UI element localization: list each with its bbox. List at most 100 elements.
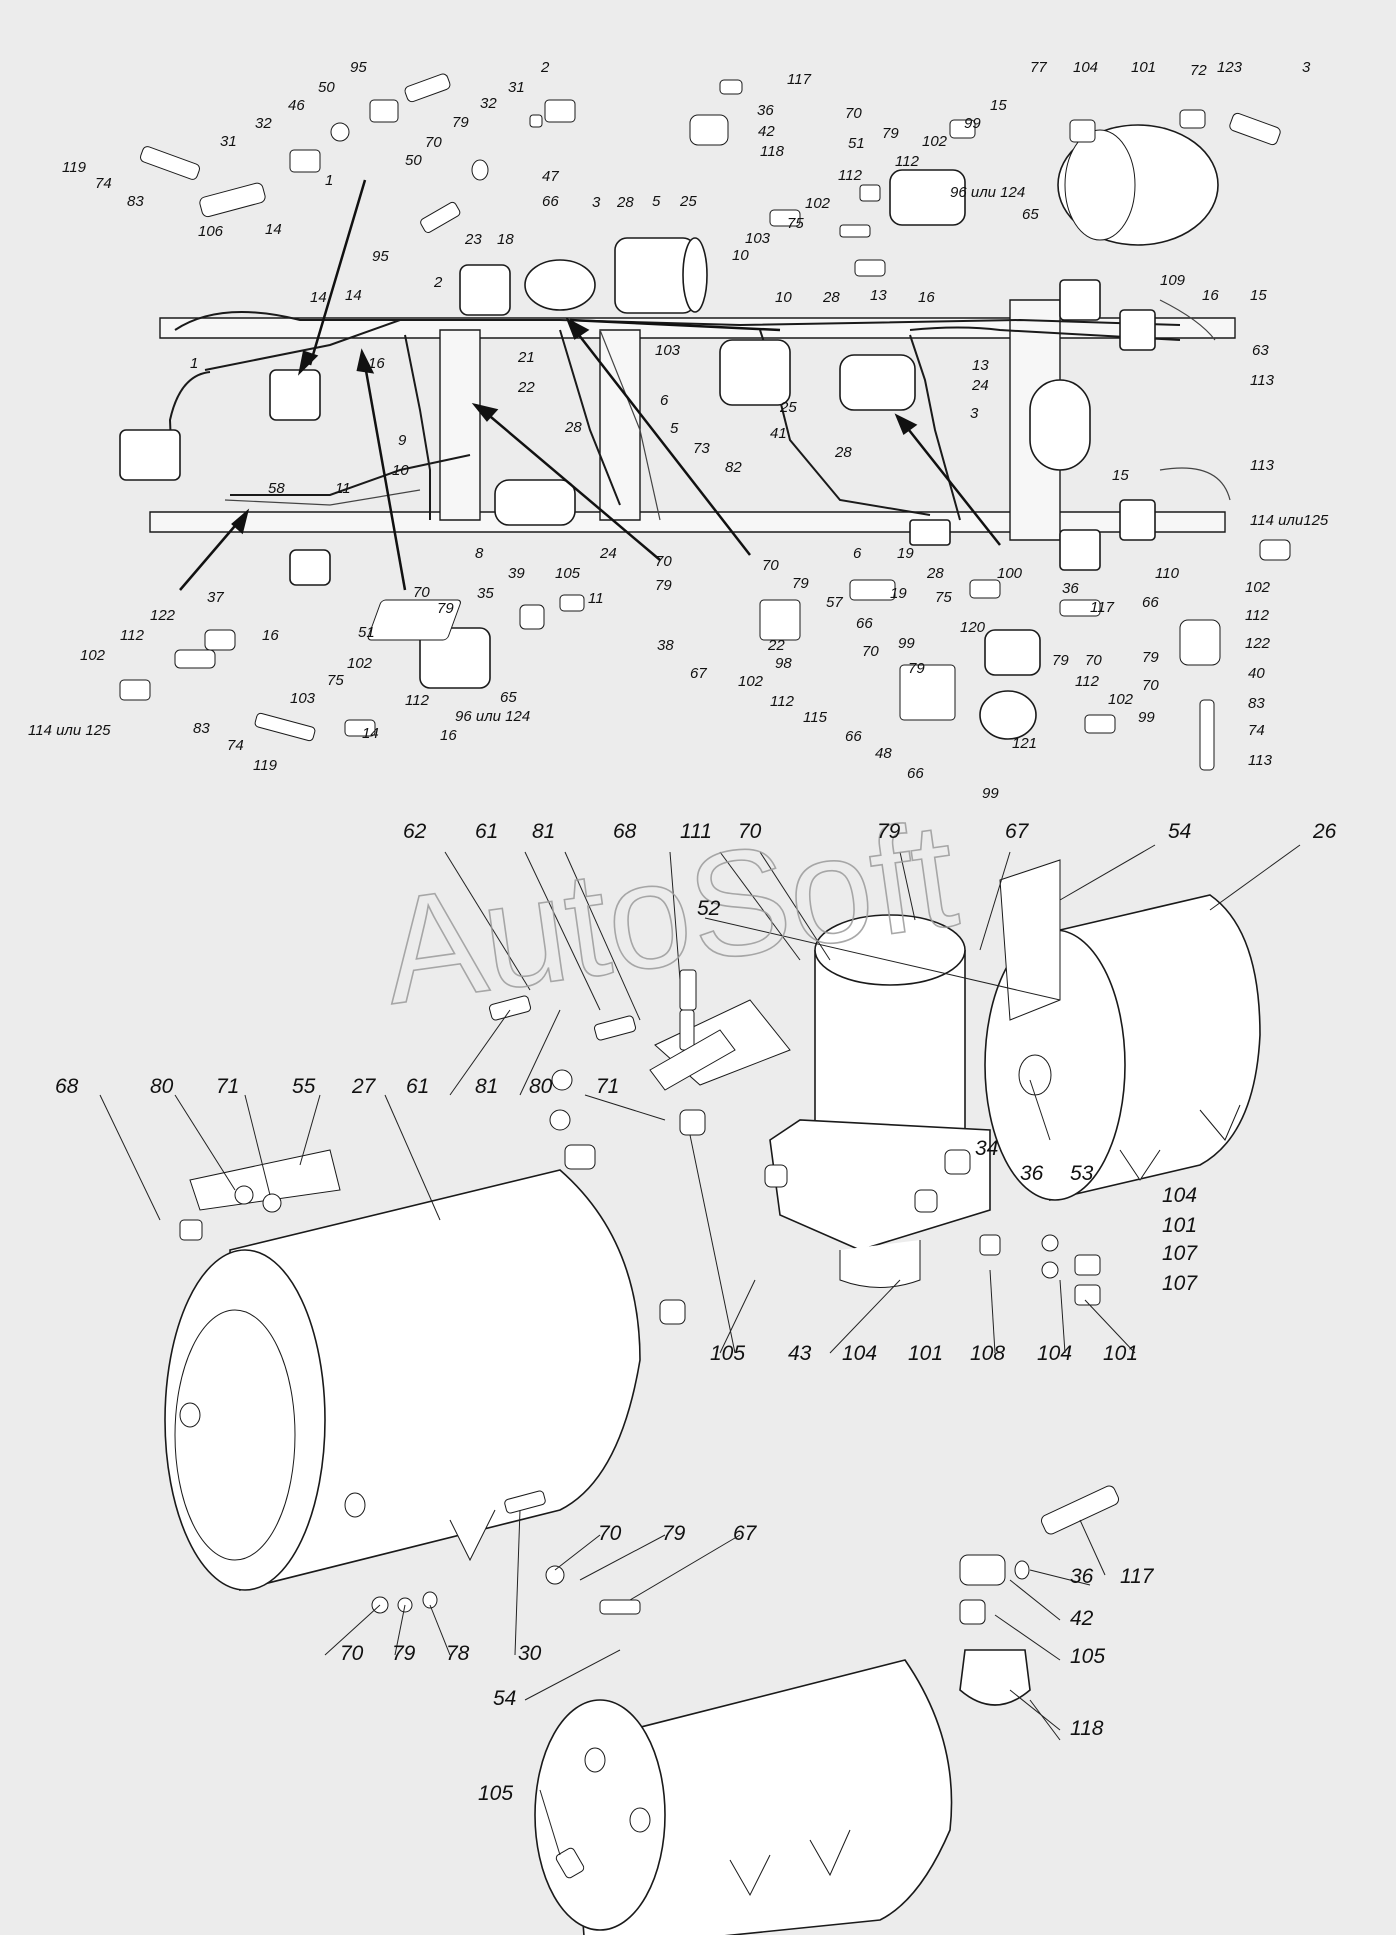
callout-118: 118	[760, 143, 785, 160]
callout-32b: 32	[255, 115, 272, 132]
callout-96or124: 96 или 124	[950, 184, 1025, 201]
callout-1: 1	[325, 172, 333, 189]
callout-99c: 99	[898, 635, 915, 652]
callout-6: 6	[660, 392, 669, 409]
callout-70h: 70	[413, 584, 430, 601]
callout-104-b2: 104	[842, 1342, 877, 1365]
callout-22: 22	[517, 379, 535, 396]
callout-105: 105	[555, 565, 581, 582]
callout-32: 32	[480, 95, 497, 112]
callout-25: 25	[679, 193, 697, 210]
chassis-components	[119, 237, 1156, 586]
callout-99d: 99	[1138, 709, 1155, 726]
callout-112e: 112	[1075, 673, 1100, 690]
callout-41: 41	[770, 425, 787, 442]
callout-110: 110	[1155, 565, 1180, 582]
callout-98: 98	[775, 655, 792, 672]
callout-27: 27	[351, 1075, 377, 1098]
callout-67-b2: 67	[733, 1522, 758, 1545]
callout-102e: 102	[1108, 691, 1134, 708]
callouts-top: 95 2 50 31 46 32 32 79 31 70 119 50 47 1…	[28, 59, 1329, 802]
callout-10: 10	[732, 247, 749, 264]
callout-23: 23	[464, 231, 482, 248]
callout-58: 58	[268, 480, 285, 497]
callout-8: 8	[475, 545, 484, 562]
callout-102b: 102	[805, 195, 831, 212]
callout-19b: 19	[890, 585, 907, 602]
callout-31: 31	[508, 79, 525, 96]
callout-113: 113	[1250, 372, 1275, 389]
callout-2: 2	[540, 59, 550, 76]
callout-79h: 79	[437, 600, 454, 617]
callout-105-b3: 105	[478, 1782, 513, 1805]
callout-102d: 102	[738, 673, 764, 690]
callout-28b: 28	[822, 289, 840, 306]
callout-16b: 16	[918, 289, 935, 306]
exploded-fittings-top	[139, 73, 1281, 277]
callout-99b: 99	[982, 785, 999, 802]
callout-105-b2: 105	[1070, 1645, 1105, 1668]
callout-113c: 113	[1248, 752, 1273, 769]
callout-101-b2: 101	[908, 1342, 943, 1365]
callout-15c: 15	[1112, 467, 1129, 484]
callout-11: 11	[335, 480, 351, 497]
callout-101: 101	[1131, 59, 1156, 76]
callout-99: 99	[964, 115, 981, 132]
callout-117-b1: 117	[1120, 1565, 1155, 1588]
callout-74b: 74	[1248, 722, 1265, 739]
exploded-fittings-middle	[119, 539, 1291, 771]
callout-102g: 102	[80, 647, 106, 664]
callout-67-b1: 67	[1005, 820, 1030, 843]
callout-53: 53	[1070, 1162, 1094, 1185]
receiver-bottom	[534, 1659, 953, 1935]
callout-28e: 28	[926, 565, 944, 582]
callout-96or124b: 96 или 124	[455, 708, 530, 725]
callout-38: 38	[657, 637, 674, 654]
callout-70b: 70	[845, 105, 862, 122]
callout-34: 34	[975, 1137, 998, 1160]
callout-112g: 112	[120, 627, 145, 644]
callout-119: 119	[62, 159, 87, 176]
callout-118-b1: 118	[1070, 1717, 1104, 1740]
callout-75b: 75	[935, 589, 952, 606]
callout-25b: 25	[779, 399, 797, 416]
callout-67: 67	[690, 665, 707, 682]
callout-55: 55	[292, 1075, 316, 1098]
callout-35: 35	[477, 585, 494, 602]
callout-79-b3: 79	[392, 1642, 416, 1665]
callout-112: 112	[838, 167, 863, 184]
callout-46: 46	[288, 97, 305, 114]
callout-31b: 31	[220, 133, 237, 150]
callout-51b: 51	[358, 624, 375, 641]
air-dryer-assembly	[654, 914, 991, 1288]
callout-102: 102	[922, 133, 948, 150]
callout-120: 120	[960, 619, 986, 636]
callout-122: 122	[1245, 635, 1271, 652]
callout-79f: 79	[908, 660, 925, 677]
callout-66b: 66	[1142, 594, 1159, 611]
callout-81: 81	[532, 820, 555, 843]
callout-13b: 13	[972, 357, 989, 374]
callout-113b: 113	[1250, 457, 1275, 474]
callout-79: 79	[452, 114, 469, 131]
callout-42: 42	[758, 123, 775, 140]
callout-71: 71	[216, 1075, 239, 1098]
callout-10c: 10	[392, 462, 409, 479]
callout-104-b1: 104	[1162, 1184, 1197, 1207]
callout-95b: 95	[372, 248, 389, 265]
callout-105-b1: 105	[710, 1342, 745, 1365]
callout-48: 48	[875, 745, 892, 762]
callout-51: 51	[848, 135, 865, 152]
callout-70f: 70	[862, 643, 879, 660]
callout-83b: 83	[1248, 695, 1265, 712]
callout-3: 3	[592, 194, 601, 211]
callout-16d: 16	[440, 727, 457, 744]
callout-102c: 102	[1245, 579, 1271, 596]
callout-70c: 70	[1142, 677, 1159, 694]
callout-81-b2: 81	[475, 1075, 498, 1098]
callout-107: 107	[1162, 1242, 1198, 1265]
callout-79c: 79	[1142, 649, 1159, 666]
callout-114ili125: 114 или125	[1250, 512, 1329, 529]
callout-61-b2: 61	[406, 1075, 429, 1098]
callout-3c: 3	[970, 405, 979, 422]
